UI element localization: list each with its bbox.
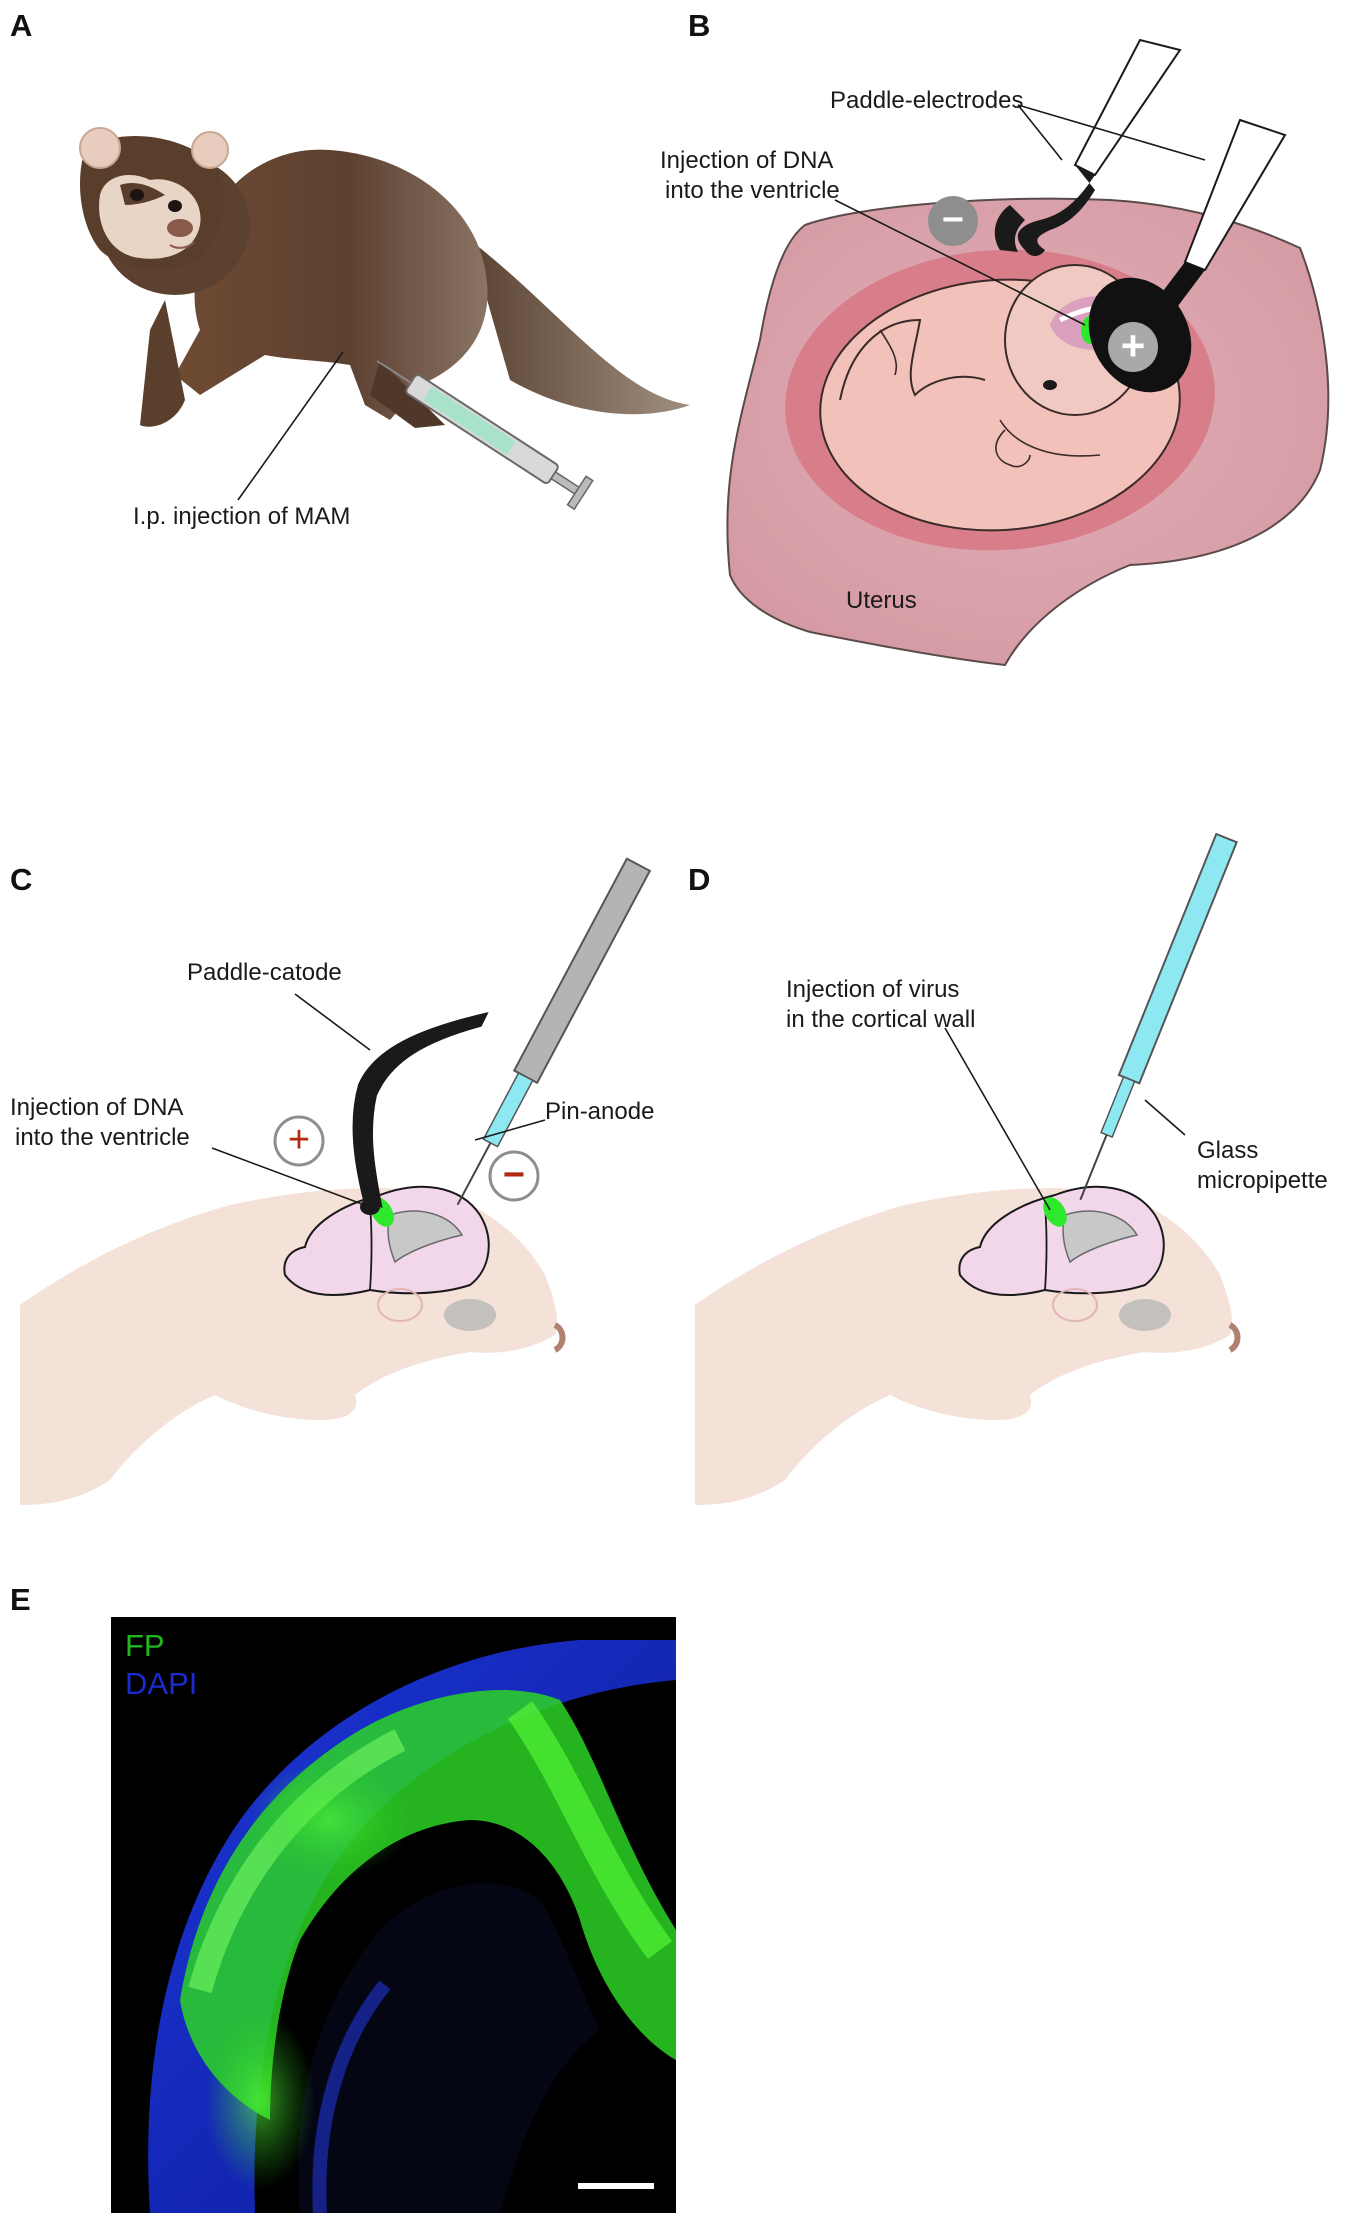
dapi-cortex-band <box>148 1640 676 2213</box>
scale-bar <box>578 2183 654 2189</box>
gfp-spot-c <box>370 1197 394 1227</box>
gfp-fiber-band <box>180 1690 676 2120</box>
gfp-spot-d <box>1043 1197 1067 1227</box>
label-injection-dna-b: Injection of DNA into the ventricle <box>660 146 840 206</box>
label-injection-dna-b-line2: into the ventricle <box>665 177 840 204</box>
panel-letter-e: E <box>10 1582 31 1617</box>
label-injection-virus-line2: in the cortical wall <box>786 1006 976 1033</box>
label-ip-injection: I.p. injection of MAM <box>133 503 351 530</box>
ventricle-c <box>387 1210 464 1264</box>
pup-body-c <box>20 1188 557 1505</box>
label-injection-dna-c-line2: into the ventricle <box>15 1124 190 1151</box>
panel-letter-a: A <box>10 8 33 43</box>
ventricle-lumen <box>298 1883 600 2213</box>
label-glass-micropipette-line2: micropipette <box>1197 1167 1328 1194</box>
plus-sign-b-text: + <box>1120 322 1146 369</box>
label-injection-virus-line1: Injection of virus <box>786 976 960 1003</box>
label-paddle-catode: Paddle-catode <box>187 959 342 986</box>
gfp-spot-b <box>1081 316 1099 344</box>
panel-letter-d: D <box>688 862 711 897</box>
ferret-front-leg <box>140 300 185 427</box>
label-dapi: DAPI <box>125 1666 198 1701</box>
brain-c <box>283 1185 490 1296</box>
panel-letter-b: B <box>688 8 711 43</box>
minus-sign-c-text: − <box>502 1154 526 1196</box>
ventricle-d <box>1062 1210 1139 1264</box>
label-fp: FP <box>125 1628 165 1663</box>
pin-anode <box>456 857 652 1206</box>
paddle-cathode <box>352 1012 489 1208</box>
ferret-back-leg <box>370 360 445 428</box>
label-paddle-electrodes: Paddle-electrodes <box>830 87 1024 114</box>
ferret-head <box>80 136 225 270</box>
label-uterus: Uterus <box>846 587 917 614</box>
amniotic-ring <box>785 249 1215 551</box>
paddle-electrode-left <box>994 38 1182 256</box>
label-injection-virus: Injection of virus in the cortical wall <box>786 975 975 1035</box>
pup-body-d <box>695 1188 1232 1505</box>
panel-letter-c: C <box>10 862 33 897</box>
ferret-body <box>175 149 488 420</box>
brain-d <box>958 1185 1165 1296</box>
ferret-ear-right <box>191 131 229 169</box>
label-glass-micropipette-line1: Glass <box>1197 1137 1259 1164</box>
plus-sign-c-text: + <box>287 1119 311 1161</box>
embryo <box>819 278 1181 532</box>
syringe-a <box>376 360 594 511</box>
label-injection-dna-b-line1: Injection of DNA <box>660 147 834 174</box>
ferret-ear-left <box>79 127 121 169</box>
ferret-neck <box>100 155 250 295</box>
paddle-electrode-right <box>1088 118 1287 393</box>
ferret-face-mask <box>99 175 201 259</box>
minus-sign-b-text: − <box>941 199 965 241</box>
label-injection-dna-c-line1: Injection of DNA <box>10 1094 184 1121</box>
label-injection-dna-c: Injection of DNA into the ventricle <box>10 1093 190 1153</box>
uterus <box>726 197 1330 667</box>
ferret-nose <box>167 219 193 237</box>
ferret-tail <box>470 240 690 415</box>
micrograph-background <box>111 1617 676 2213</box>
label-pin-anode: Pin-anode <box>545 1098 655 1125</box>
label-glass-micropipette: Glass micropipette <box>1197 1136 1328 1196</box>
